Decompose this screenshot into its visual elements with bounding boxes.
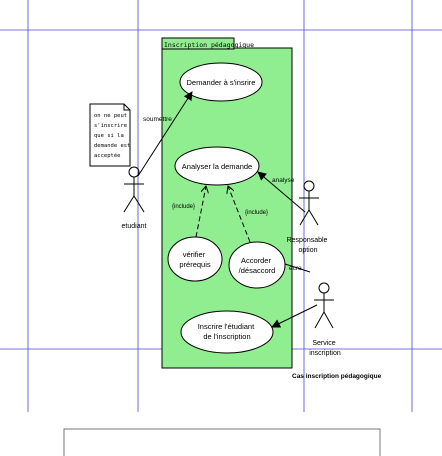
svg-text:Analyser la demande: Analyser la demande xyxy=(182,162,252,171)
association-service xyxy=(271,304,318,328)
label-soumettre: soumettre xyxy=(143,116,172,123)
actor-label: option xyxy=(298,247,317,254)
use-case-label: prérequis xyxy=(179,260,211,269)
use-case-label: de l'inscription xyxy=(203,332,250,341)
use-case-accorder[interactable]: Accorder /désaccord xyxy=(228,241,286,289)
use-case-analyser[interactable]: Analyser la demande xyxy=(174,146,260,186)
note-line: que si la xyxy=(94,133,124,139)
background-grid xyxy=(0,0,442,412)
include-accorder xyxy=(228,186,251,243)
label-include-right: {include} xyxy=(245,210,268,216)
actor-label: etudiant xyxy=(122,223,147,230)
actor-label: inscription xyxy=(309,350,341,357)
label-analyse: analyse xyxy=(272,177,295,184)
svg-text:on ne peut s'inscrire: on ne peut s'inscrire que si la demande … xyxy=(94,113,134,159)
actor-etudiant[interactable] xyxy=(123,166,145,213)
use-case-inscrire[interactable]: Inscrire l'étudiant de l'inscription xyxy=(180,310,274,354)
actor-label: Responsable xyxy=(287,237,328,244)
note-line: acceptée xyxy=(94,152,121,159)
svg-text:Inscrire l'étudiant de l: Inscrire l'étudiant de l'inscription xyxy=(198,322,257,341)
note-line: on ne peut xyxy=(94,113,127,119)
label-ecre: ecre xyxy=(289,265,302,272)
include-verifier xyxy=(195,186,206,238)
association-ecre xyxy=(284,263,311,273)
use-case-label: /désaccord xyxy=(239,266,276,275)
actor-responsable[interactable] xyxy=(299,180,319,226)
svg-text:Demander à s'insrire: Demander à s'insrire xyxy=(187,78,256,87)
svg-text:Accorder /désaccord: Accorder /désaccord xyxy=(239,256,276,275)
use-case-label: vérifier xyxy=(183,250,206,259)
use-case-label: Analyser la demande xyxy=(182,162,252,171)
note-line: s'inscrire xyxy=(94,123,127,129)
actor-service[interactable] xyxy=(314,282,334,329)
empty-text-box[interactable] xyxy=(63,428,381,456)
system-title: Inscription pédagogique xyxy=(164,41,254,49)
svg-text:Service inscription: Service inscription xyxy=(309,340,341,357)
use-case-demander[interactable]: Demander à s'insrire xyxy=(179,62,263,102)
diagram-caption: Cas inscription pédagogique xyxy=(292,373,382,380)
association-soumettre xyxy=(137,91,193,177)
use-case-label: Inscrire l'étudiant xyxy=(198,322,255,331)
svg-text:Responsable option: Responsable option xyxy=(287,237,330,254)
use-case-label: Accorder xyxy=(241,256,272,265)
svg-text:vérifier prérequis: vérifier prérequis xyxy=(179,250,211,269)
system-title-tab xyxy=(161,37,235,50)
note: on ne peut s'inscrire que si la demande … xyxy=(89,103,134,167)
note-line: demande est xyxy=(94,143,130,149)
use-case-verifier[interactable]: vérifier prérequis xyxy=(167,236,223,282)
use-case-label: Demander à s'insrire xyxy=(187,78,256,87)
actor-label: Service xyxy=(312,340,335,347)
association-analyse xyxy=(257,171,306,213)
label-include-left: {include} xyxy=(172,204,195,210)
